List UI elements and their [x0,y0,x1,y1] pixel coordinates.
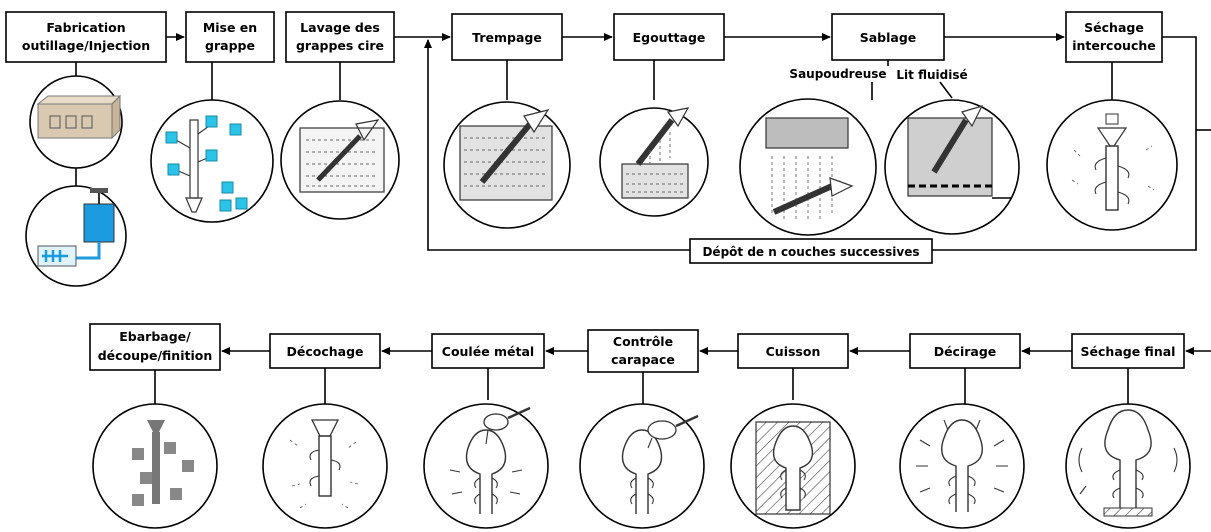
box-cuisson: Cuisson [737,333,849,369]
coulee-label: Coulée métal [442,344,534,359]
loop-label: Dépôt de n couches successives [702,245,919,259]
lit-fluidise-label: Lit fluidisé [896,68,967,82]
decirage-label: Décirage [934,344,997,359]
mise-en-grappe-label-2: grappe [205,38,255,53]
loop-connector [424,36,1211,251]
decochage-label: Décochage [286,344,363,359]
interlayer-drying-illustration [1046,99,1178,231]
shell-inspection-illustration [579,403,705,529]
sand-sprinkler-illustration [739,98,877,236]
lavage-label-1: Lavage des [300,20,380,35]
ebarbage-label-2: découpe/finition [98,348,213,363]
controle-label-2: carapace [611,352,675,367]
box-decirage: Décirage [909,333,1021,369]
egouttage-label: Egouttage [633,30,706,45]
box-coulee: Coulée métal [431,333,545,369]
trempage-label: Trempage [472,30,542,45]
tooling-illustration [29,75,123,169]
box-decochage: Décochage [269,333,381,369]
finishing-illustration [92,403,218,529]
metal-pouring-illustration [423,403,549,529]
box-sechage-final: Séchage final [1071,333,1185,369]
cluster-assembly-illustration [150,99,274,223]
dewaxing-illustration [899,403,1025,529]
saupoudreuse-label: Saupoudreuse [789,67,886,81]
draining-illustration [599,107,709,217]
box-ebarbage: Ebarbage/ découpe/finition [89,323,221,371]
box-mise-en-grappe: Mise en grappe [185,11,275,63]
sechage-intercouche-label-2: intercouche [1072,38,1155,53]
box-egouttage: Egouttage [613,13,725,61]
final-drying-illustration [1065,403,1191,529]
shakeout-illustration [262,403,388,529]
controle-label-1: Contrôle [613,334,673,349]
firing-illustration [730,403,856,529]
box-sechage-intercouche: Séchage intercouche [1065,11,1163,63]
washing-illustration [280,100,400,220]
box-trempage: Trempage [451,13,563,61]
sablage-label: Sablage [860,30,917,45]
box-controle: Contrôle carapace [587,329,699,373]
box-loop-label: Dépôt de n couches successives [689,238,933,264]
injection-machine-illustration [25,185,127,287]
box-lavage: Lavage des grappes cire [285,11,395,63]
fabrication-label-2: outillage/Injection [22,38,150,53]
sechage-final-label: Séchage final [1081,344,1176,359]
box-fabrication: Fabrication outillage/Injection [5,11,167,63]
dipping-illustration [443,101,571,229]
box-sablage: Sablage [831,13,945,61]
mise-en-grappe-label-1: Mise en [203,20,257,35]
fluidized-bed-illustration [884,99,1020,235]
ebarbage-label-1: Ebarbage/ [119,329,191,344]
cuisson-label: Cuisson [766,344,821,359]
lavage-label-2: grappes cire [296,38,384,53]
bottom-connectors [154,368,1129,404]
fabrication-label-1: Fabrication [46,20,125,35]
sechage-intercouche-label-1: Séchage [1084,20,1144,35]
